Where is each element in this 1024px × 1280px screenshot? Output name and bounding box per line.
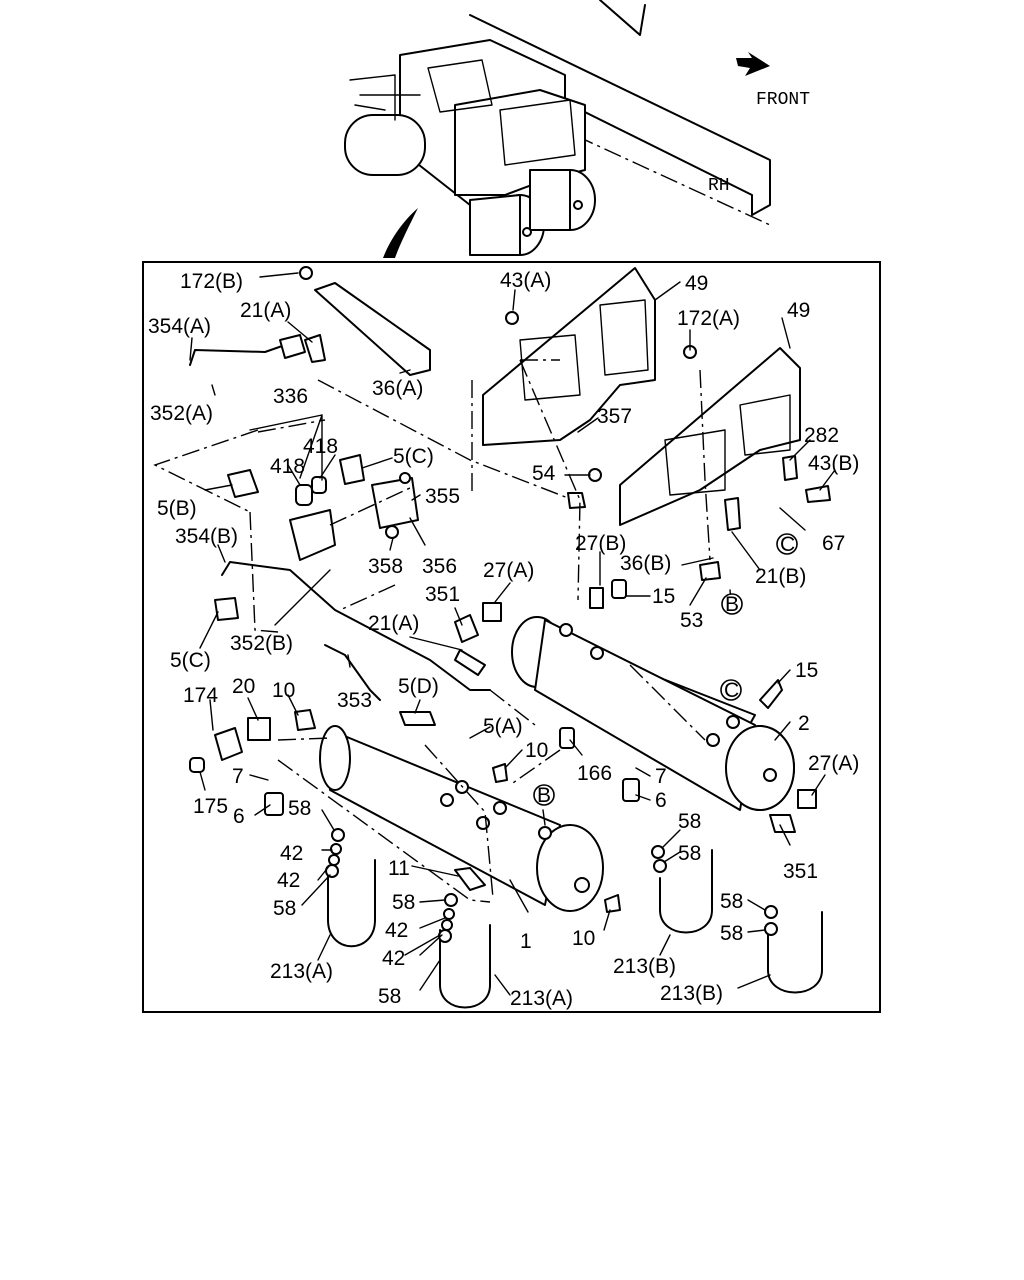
ref-c-top: C (780, 533, 795, 556)
callout-354a: 354(A) (148, 315, 211, 338)
ref-c-low: C (724, 679, 739, 702)
callout-172a: 172(A) (677, 307, 740, 330)
callout-354b: 354(B) (175, 525, 238, 548)
callout-58-b: 58 (678, 810, 701, 833)
callout-21a-top: 21(A) (240, 299, 291, 322)
detail-pointer-icon (383, 208, 418, 258)
callout-21b: 21(B) (755, 565, 806, 588)
callout-356: 356 (422, 555, 457, 578)
callout-418-a: 418 (303, 435, 338, 458)
callout-213b-a: 213(B) (613, 955, 676, 978)
callout-53: 53 (680, 609, 703, 632)
rh-label: RH (708, 176, 730, 196)
ref-b-top: B (725, 593, 739, 616)
callout-351-top: 351 (425, 583, 460, 606)
callout-42-a: 42 (280, 842, 303, 865)
callout-7-a: 7 (232, 765, 244, 788)
callout-21a-mid: 21(A) (368, 612, 419, 635)
callout-43a: 43(A) (500, 269, 551, 292)
callout-7-b: 7 (655, 765, 667, 788)
callout-58-d: 58 (273, 897, 296, 920)
callout-352b: 352(B) (230, 632, 293, 655)
front-label: FRONT (756, 90, 810, 110)
callout-27a-top: 27(A) (483, 559, 534, 582)
callout-336: 336 (273, 385, 308, 408)
callout-213b-b: 213(B) (660, 982, 723, 1005)
callout-2: 2 (798, 712, 810, 735)
callout-11: 11 (388, 857, 410, 880)
callout-42-b: 42 (277, 869, 300, 892)
callout-6-a: 6 (233, 805, 245, 828)
callout-20: 20 (232, 675, 255, 698)
ref-circle-b-low (533, 784, 555, 806)
ref-circle-c-low (720, 679, 742, 701)
callout-49-a: 49 (685, 272, 708, 295)
callout-351-low: 351 (783, 860, 818, 883)
callout-5b: 5(B) (157, 497, 197, 520)
callout-15-a: 15 (652, 585, 675, 608)
callout-5c-low: 5(C) (170, 649, 211, 672)
callout-27b: 27(B) (575, 532, 626, 555)
callout-58-c: 58 (678, 842, 701, 865)
callout-166: 166 (577, 762, 612, 785)
callout-6-b: 6 (655, 789, 667, 812)
callout-43b: 43(B) (808, 452, 859, 475)
callout-352a: 352(A) (150, 402, 213, 425)
callout-10-c: 10 (572, 927, 595, 950)
callout-58-a: 58 (288, 797, 311, 820)
callout-175: 175 (193, 795, 228, 818)
callout-27a-low: 27(A) (808, 752, 859, 775)
callout-5c-top: 5(C) (393, 445, 434, 468)
callout-49-b: 49 (787, 299, 810, 322)
callout-15-b: 15 (795, 659, 818, 682)
callout-213a-b: 213(A) (510, 987, 573, 1010)
callout-172b: 172(B) (180, 270, 243, 293)
chassis-overview: FRONT RH (344, 0, 810, 258)
callout-10-b: 10 (525, 739, 548, 762)
callout-36a: 36(A) (372, 377, 423, 400)
ref-circle-c-top (776, 533, 798, 555)
callout-54: 54 (532, 462, 556, 485)
callout-42-c: 42 (385, 919, 408, 942)
front-arrow-icon (736, 52, 770, 76)
callout-58-e: 58 (392, 891, 415, 914)
callout-58-f: 58 (720, 890, 743, 913)
ref-b-low: B (537, 784, 551, 807)
callout-174: 174 (183, 684, 218, 707)
reference-marks: B C C B (533, 533, 798, 807)
callout-5d: 5(D) (398, 675, 439, 698)
callout-358: 358 (368, 555, 403, 578)
callout-5a: 5(A) (483, 715, 523, 738)
detail-drawing (153, 266, 831, 1009)
callout-357: 357 (597, 405, 632, 428)
callout-58-h: 58 (378, 985, 401, 1008)
callout-1: 1 (520, 930, 532, 953)
callout-353: 353 (337, 689, 372, 712)
callout-36b: 36(B) (620, 552, 671, 575)
callout-42-d: 42 (382, 947, 405, 970)
callout-67: 67 (822, 532, 845, 555)
detail-frame (142, 261, 881, 1013)
ref-circle-b-top (721, 593, 743, 615)
callout-213a-a: 213(A) (270, 960, 333, 983)
callout-282: 282 (804, 424, 839, 447)
callout-10-a: 10 (272, 679, 295, 702)
callout-418-b: 418 (270, 455, 305, 478)
callout-58-g: 58 (720, 922, 743, 945)
callout-355: 355 (425, 485, 460, 508)
callouts: 172(B) 43(A) 49 21(A) 354(A) 172(A) 49 3… (148, 269, 859, 1010)
